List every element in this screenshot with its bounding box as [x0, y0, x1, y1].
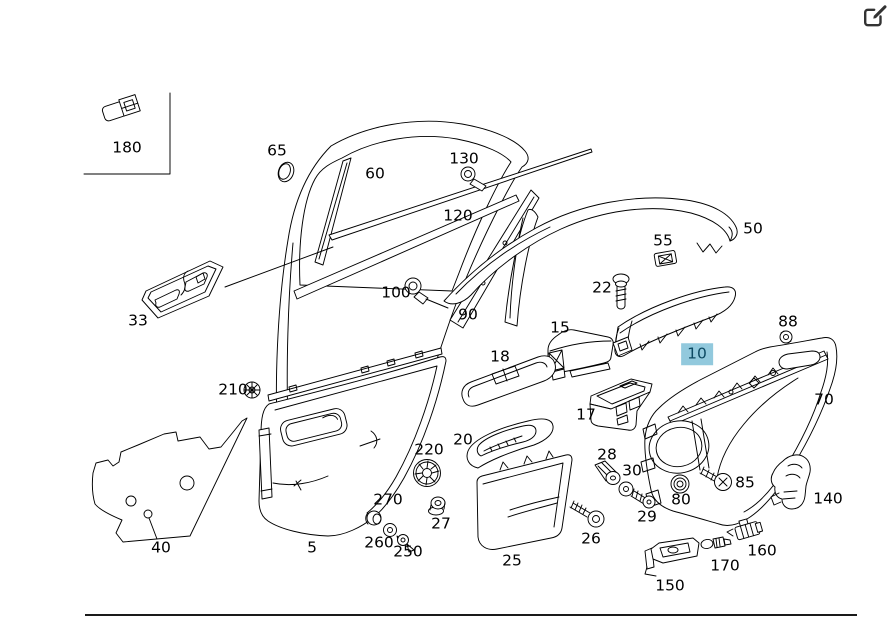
part-15-drawing	[547, 329, 614, 381]
part-label-15[interactable]: 15	[550, 318, 570, 337]
part-label-160[interactable]: 160	[747, 541, 777, 560]
part-17-drawing	[589, 378, 653, 431]
part-65-drawing	[277, 161, 295, 183]
part-20-drawing	[466, 418, 554, 469]
part-label-50[interactable]: 50	[743, 219, 763, 238]
part-label-30[interactable]: 30	[622, 461, 642, 480]
part-270-drawing	[365, 510, 382, 526]
part-160-drawing	[726, 518, 764, 541]
part-180-drawing	[83, 92, 171, 175]
part-29-drawing	[630, 488, 656, 509]
part-26-drawing	[569, 500, 605, 528]
part-220-drawing	[413, 459, 441, 487]
part-label-140[interactable]: 140	[813, 489, 843, 508]
part-label-10[interactable]: 10	[681, 343, 713, 365]
part-label-260[interactable]: 260	[364, 533, 394, 552]
bracket-line	[83, 92, 171, 175]
part-80-drawing	[670, 474, 690, 494]
part-label-40[interactable]: 40	[151, 538, 171, 557]
part-label-17[interactable]: 17	[576, 405, 596, 424]
part-label-25[interactable]: 25	[502, 551, 522, 570]
part-label-80[interactable]: 80	[671, 490, 691, 509]
part-30-drawing	[618, 481, 634, 497]
part-10-drawing	[612, 286, 736, 358]
part-label-60[interactable]: 60	[365, 164, 385, 183]
part-label-88[interactable]: 88	[778, 312, 798, 331]
part-88-drawing	[779, 330, 793, 344]
footer-divider	[85, 614, 857, 616]
part-label-65[interactable]: 65	[267, 141, 287, 160]
part-28-drawing	[594, 460, 621, 485]
part-label-29[interactable]: 29	[637, 507, 657, 526]
part-33-drawing	[141, 246, 334, 319]
part-55-drawing	[653, 250, 678, 267]
part-label-33[interactable]: 33	[128, 311, 148, 330]
part-label-70[interactable]: 70	[814, 390, 834, 409]
part-label-100[interactable]: 100	[381, 283, 411, 302]
leader-line-33	[224, 246, 334, 288]
part-label-27[interactable]: 27	[431, 514, 451, 533]
part-label-28[interactable]: 28	[597, 445, 617, 464]
part-150-drawing	[644, 537, 700, 577]
part-5-drawing	[258, 347, 447, 537]
part-40-drawing	[91, 417, 248, 543]
part-130-drawing	[460, 166, 487, 192]
part-label-210[interactable]: 210	[218, 380, 248, 399]
part-120-drawing	[293, 194, 520, 300]
part-25-drawing	[476, 450, 573, 550]
part-18-drawing	[461, 355, 556, 407]
part-label-55[interactable]: 55	[653, 231, 673, 250]
part-label-85[interactable]: 85	[735, 473, 755, 492]
part-22-drawing	[612, 273, 630, 310]
part-100-drawing	[404, 277, 449, 309]
part-140-drawing	[770, 454, 811, 510]
leader-line-40	[148, 517, 158, 540]
part-85-drawing	[699, 466, 732, 491]
part-170-drawing	[700, 536, 732, 550]
part-label-18[interactable]: 18	[490, 347, 510, 366]
part-label-5[interactable]: 5	[307, 538, 317, 557]
part-label-170[interactable]: 170	[710, 556, 740, 575]
part-label-220[interactable]: 220	[414, 440, 444, 459]
part-label-180[interactable]: 180	[112, 138, 142, 157]
leader-line-100	[425, 298, 449, 309]
part-label-130[interactable]: 130	[449, 149, 479, 168]
part-label-22[interactable]: 22	[592, 278, 612, 297]
part-27-drawing	[428, 496, 446, 516]
part-label-250[interactable]: 250	[393, 542, 423, 561]
part-label-26[interactable]: 26	[581, 529, 601, 548]
part-60-drawing	[314, 148, 593, 266]
part-210-drawing	[243, 381, 261, 399]
part-label-270[interactable]: 270	[373, 490, 403, 509]
part-50-drawing	[443, 197, 738, 305]
edit-button[interactable]	[863, 5, 889, 29]
part-label-90[interactable]: 90	[458, 305, 478, 324]
part-label-150[interactable]: 150	[655, 576, 685, 595]
part-250-drawing	[397, 534, 415, 553]
edit-pen-square-icon	[864, 5, 887, 27]
part-label-20[interactable]: 20	[453, 430, 473, 449]
part-label-120[interactable]: 120	[443, 206, 473, 225]
